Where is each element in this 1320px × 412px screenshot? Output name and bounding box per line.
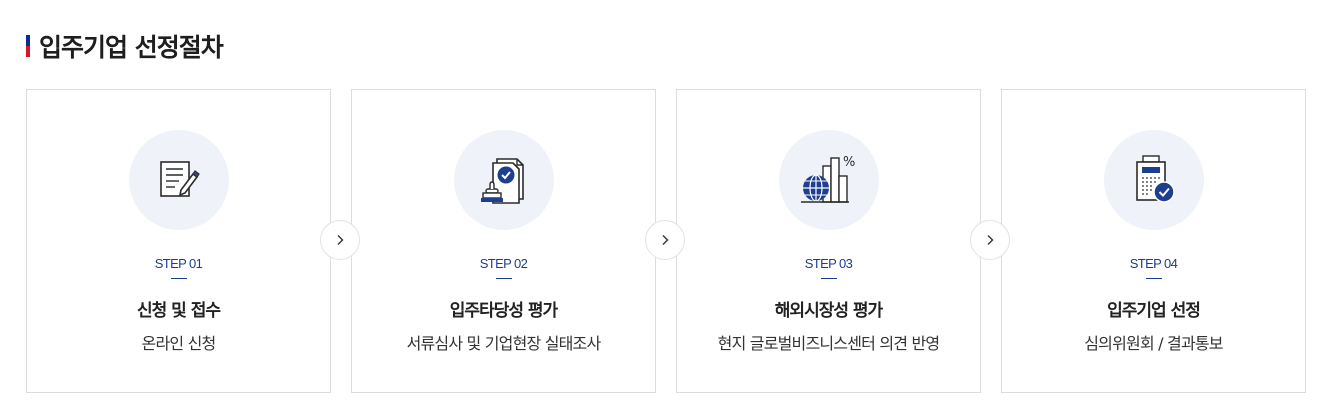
step-title: 해외시장성 평가 (774, 301, 883, 321)
step-icon-circle (1104, 130, 1204, 230)
step-icon-circle: % (779, 130, 879, 230)
chevron-right-icon (987, 235, 994, 245)
step-card-4: STEP 04 입주기업 선정 심의위원회 / 결과통보 (1001, 89, 1306, 393)
step-number: STEP 03 (804, 256, 853, 271)
step-icon-circle (129, 130, 229, 230)
step-number: STEP 04 (1129, 256, 1178, 271)
step-description: 현지 글로벌비즈니스센터 의견 반영 (717, 334, 940, 353)
title-accent-bar (26, 35, 30, 57)
step-icon-circle (454, 130, 554, 230)
step-number: STEP 02 (479, 256, 528, 271)
document-pen-icon (160, 161, 200, 197)
step-description: 온라인 신청 (141, 334, 217, 353)
step-number: STEP 01 (154, 256, 203, 271)
step-divider (171, 278, 187, 279)
step-divider (1146, 278, 1162, 279)
next-step-arrow-button[interactable] (320, 220, 360, 260)
chevron-right-icon (662, 235, 669, 245)
step-divider (821, 278, 837, 279)
step-divider (496, 278, 512, 279)
globe-chart-icon: % (801, 155, 855, 203)
chevron-right-icon (337, 235, 344, 245)
next-step-arrow-button[interactable] (645, 220, 685, 260)
step-description: 서류심사 및 기업현장 실태조사 (406, 334, 602, 353)
selection-process-steps: STEP 01 신청 및 접수 온라인 신청 STEP 02 입주타당성 평가 … (26, 89, 1306, 393)
step-description: 심의위원회 / 결과통보 (1084, 334, 1223, 353)
step-card-1: STEP 01 신청 및 접수 온라인 신청 (26, 89, 331, 393)
calculator-check-icon (1136, 155, 1175, 203)
section-heading: 입주기업 선정절차 (26, 32, 224, 62)
step-card-3: % STEP 03 해외시장성 평가 현지 글로벌비즈니스센터 의견 반영 (676, 89, 981, 393)
stamp-document-icon (481, 158, 524, 204)
next-step-arrow-button[interactable] (970, 220, 1010, 260)
step-title: 신청 및 접수 (136, 301, 221, 321)
step-title: 입주기업 선정 (1107, 301, 1201, 321)
step-title: 입주타당성 평가 (449, 301, 558, 321)
step-card-2: STEP 02 입주타당성 평가 서류심사 및 기업현장 실태조사 (351, 89, 656, 393)
svg-text:%: % (843, 155, 855, 170)
page-title: 입주기업 선정절차 (39, 33, 224, 62)
